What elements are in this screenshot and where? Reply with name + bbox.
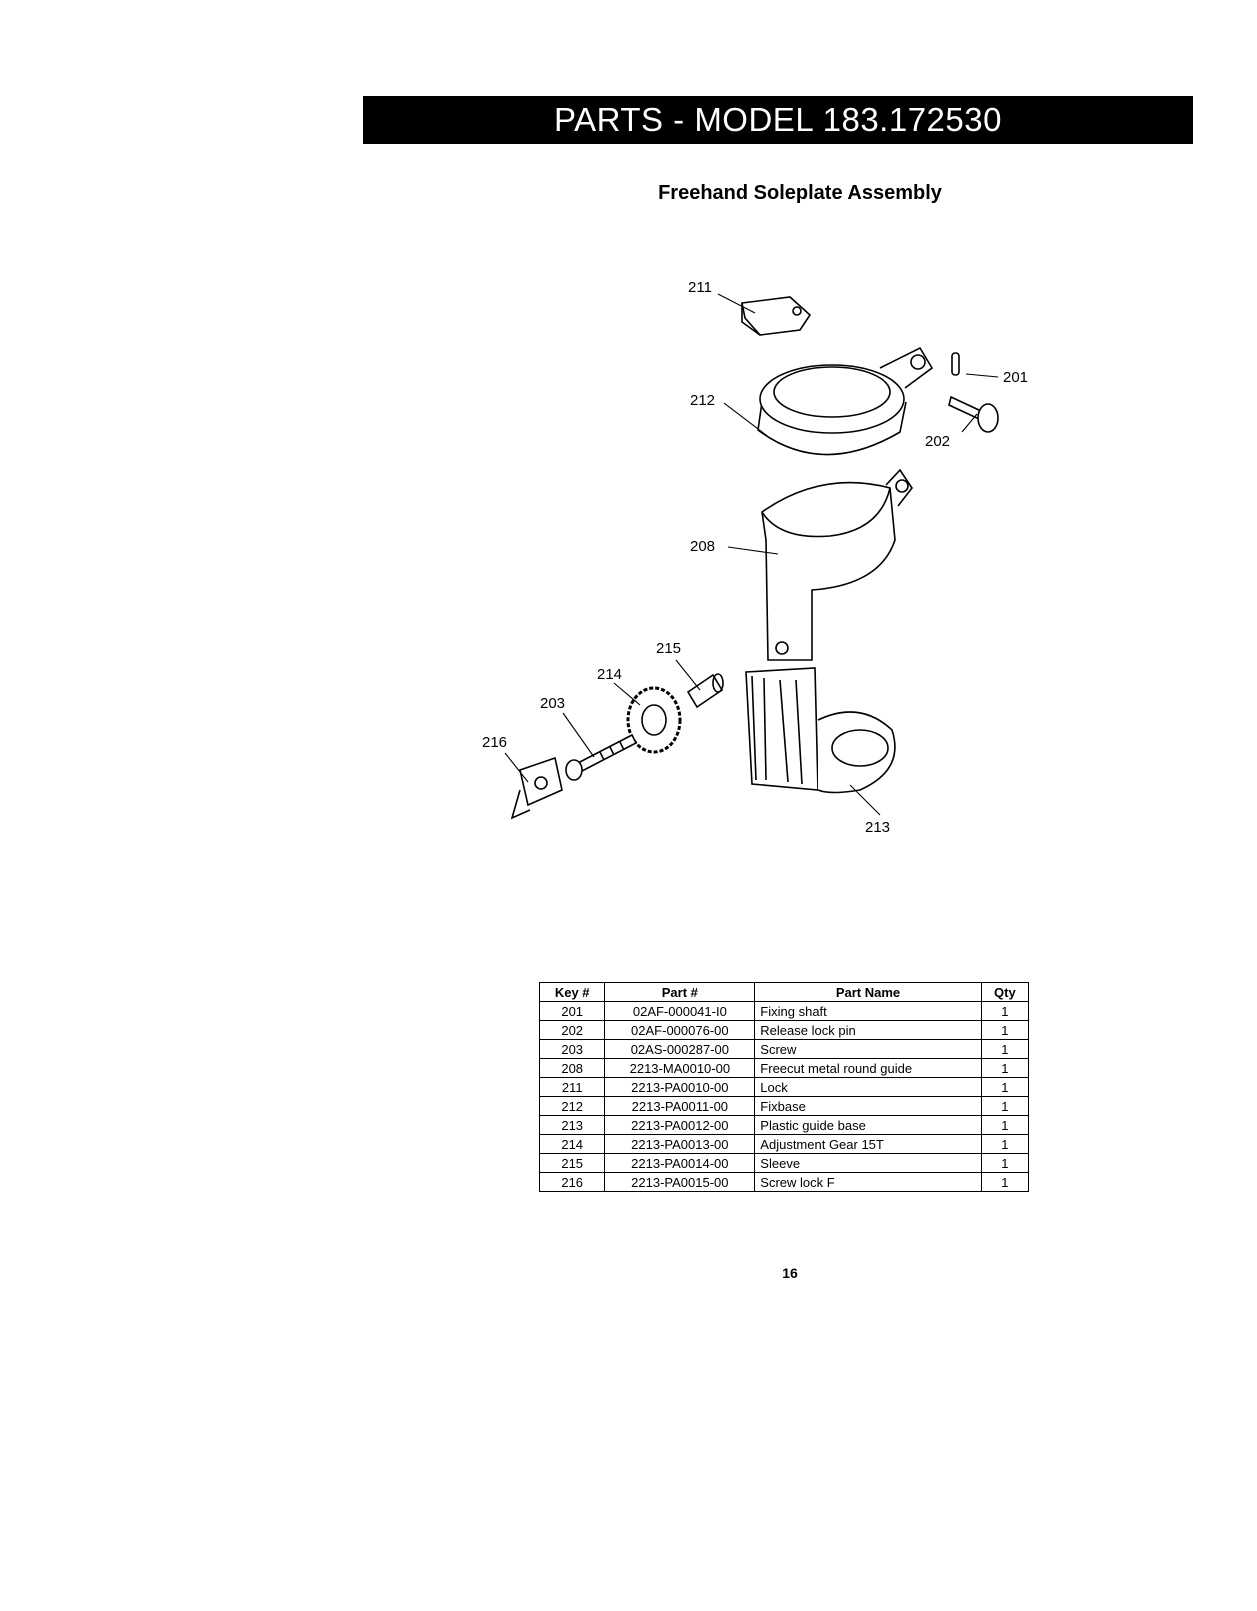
cell-key: 208	[538, 1058, 606, 1078]
cell-key: 214	[538, 1134, 606, 1154]
part-adjustment-gear-214	[626, 686, 682, 754]
cell-part-name: Freecut metal round guide	[754, 1058, 982, 1078]
leader-lines	[504, 293, 999, 816]
callout-labels: 211 201 212 202 208 215 214 203 216 213	[482, 279, 1028, 836]
page-title: PARTS - MODEL 183.172530	[554, 101, 1002, 138]
part-lock-211	[741, 296, 812, 336]
part-screw-lock-216	[510, 756, 563, 820]
cell-key: 211	[538, 1077, 606, 1097]
callout-201: 201	[1003, 369, 1028, 386]
part-screw-203	[565, 733, 638, 781]
part-metal-round-guide-208	[761, 468, 913, 661]
callout-211: 211	[688, 279, 712, 296]
cell-key: 213	[538, 1115, 606, 1135]
table-header-row: Key # Part # Part Name Qty	[538, 982, 1030, 1002]
cell-qty: 1	[980, 1039, 1030, 1059]
cell-part-number: 2213-PA0014-00	[604, 1153, 756, 1173]
header-key: Key #	[538, 982, 606, 1002]
cell-part-name: Lock	[754, 1077, 982, 1097]
cell-qty: 1	[980, 1153, 1030, 1173]
cell-part-number: 2213-PA0013-00	[604, 1134, 756, 1154]
cell-key: 212	[538, 1096, 606, 1116]
cell-qty: 1	[980, 1096, 1030, 1116]
page-number: 16	[782, 1265, 798, 1281]
cell-part-number: 02AF-000041-I0	[604, 1001, 756, 1021]
callout-203: 203	[540, 695, 565, 712]
callout-216: 216	[482, 734, 507, 751]
part-sleeve-215	[686, 673, 724, 709]
cell-key: 203	[538, 1039, 606, 1059]
cell-part-name: Release lock pin	[754, 1020, 982, 1040]
cell-part-number: 2213-PA0010-00	[604, 1077, 756, 1097]
cell-qty: 1	[980, 1001, 1030, 1021]
cell-part-number: 2213-PA0012-00	[604, 1115, 756, 1135]
callout-202: 202	[925, 433, 950, 450]
cell-key: 202	[538, 1020, 606, 1040]
part-plastic-guide-base-213	[745, 667, 896, 794]
cell-part-number: 02AS-000287-00	[604, 1039, 756, 1059]
header-part-name: Part Name	[754, 982, 982, 1002]
cell-part-name: Screw lock F	[754, 1172, 982, 1192]
cell-part-name: Fixing shaft	[754, 1001, 982, 1021]
callout-213: 213	[865, 819, 890, 836]
cell-qty: 1	[980, 1134, 1030, 1154]
cell-qty: 1	[980, 1077, 1030, 1097]
cell-qty: 1	[980, 1058, 1030, 1078]
cell-part-number: 2213-PA0015-00	[604, 1172, 756, 1192]
cell-part-name: Screw	[754, 1039, 982, 1059]
cell-qty: 1	[980, 1172, 1030, 1192]
part-release-lock-pin-202	[948, 395, 999, 433]
cell-part-name: Plastic guide base	[754, 1115, 982, 1135]
callout-215: 215	[656, 640, 681, 657]
callout-212: 212	[690, 392, 715, 409]
header-bar: PARTS - MODEL 183.172530	[363, 96, 1193, 144]
header-qty: Qty	[980, 982, 1030, 1002]
cell-key: 215	[538, 1153, 606, 1173]
cell-part-name: Fixbase	[754, 1096, 982, 1116]
cell-part-number: 2213-PA0011-00	[604, 1096, 756, 1116]
cell-qty: 1	[980, 1115, 1030, 1135]
part-fixbase-212	[757, 346, 934, 456]
part-fixing-shaft-201	[951, 352, 960, 376]
callout-214: 214	[597, 666, 622, 683]
cell-key: 216	[538, 1172, 606, 1192]
cell-part-number: 02AF-000076-00	[604, 1020, 756, 1040]
cell-part-number: 2213-MA0010-00	[604, 1058, 756, 1078]
header-part-number: Part #	[604, 982, 756, 1002]
section-title: Freehand Soleplate Assembly	[658, 182, 942, 204]
cell-qty: 1	[980, 1020, 1030, 1040]
callout-208: 208	[690, 538, 715, 555]
cell-key: 201	[538, 1001, 606, 1021]
cell-part-name: Sleeve	[754, 1153, 982, 1173]
cell-part-name: Adjustment Gear 15T	[754, 1134, 982, 1154]
